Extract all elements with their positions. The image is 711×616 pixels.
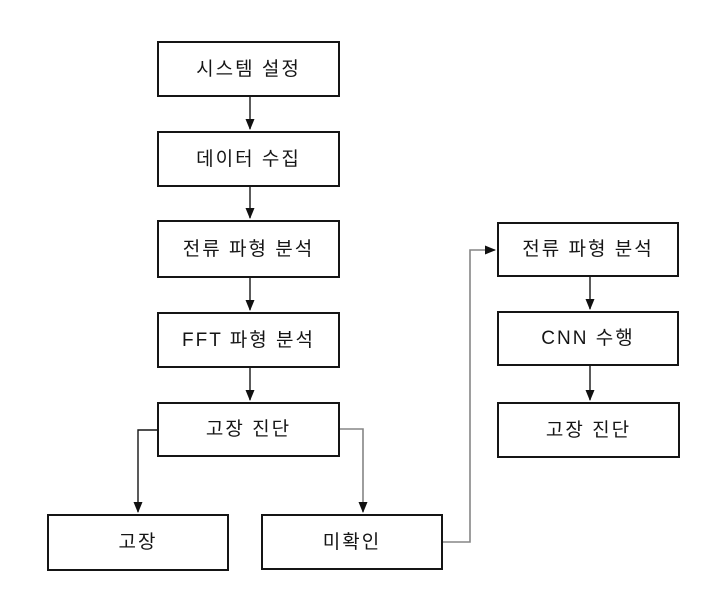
node-data-collection: 데이터 수집 (157, 131, 340, 187)
node-fault-diagnosis-label: 고장 진단 (205, 419, 292, 440)
node-current-waveform-analysis-2-label: 전류 파형 분석 (522, 239, 654, 260)
node-fault: 고장 (47, 514, 229, 571)
node-system-setup: 시스템 설정 (157, 41, 340, 97)
node-cnn-run-label: CNN 수행 (541, 328, 635, 349)
node-current-waveform-analysis-2: 전류 파형 분석 (497, 222, 679, 277)
node-fault-diagnosis-2-label: 고장 진단 (545, 419, 632, 441)
node-fault-diagnosis: 고장 진단 (157, 402, 340, 457)
node-system-setup-label: 시스템 설정 (196, 58, 301, 80)
node-unconfirmed: 미확인 (261, 514, 443, 570)
edge-unconfirmed-to-current-waveform-2 (443, 245, 496, 543)
edge-fault-diagnosis-to-unconfirmed (340, 428, 368, 513)
node-fft-waveform-analysis: FFT 파형 분석 (157, 312, 340, 368)
node-current-waveform-analysis: 전류 파형 분석 (157, 220, 340, 278)
edge-fault-diagnosis-to-fault (133, 429, 157, 513)
node-fault-label: 고장 (118, 532, 158, 553)
node-data-collection-label: 데이터 수집 (196, 148, 301, 170)
node-cnn-run: CNN 수행 (497, 311, 679, 366)
node-current-waveform-analysis-label: 전류 파형 분석 (182, 238, 315, 260)
node-fault-diagnosis-2: 고장 진단 (497, 402, 680, 458)
node-fft-waveform-analysis-label: FFT 파형 분석 (182, 329, 315, 351)
node-unconfirmed-label: 미확인 (322, 531, 382, 553)
